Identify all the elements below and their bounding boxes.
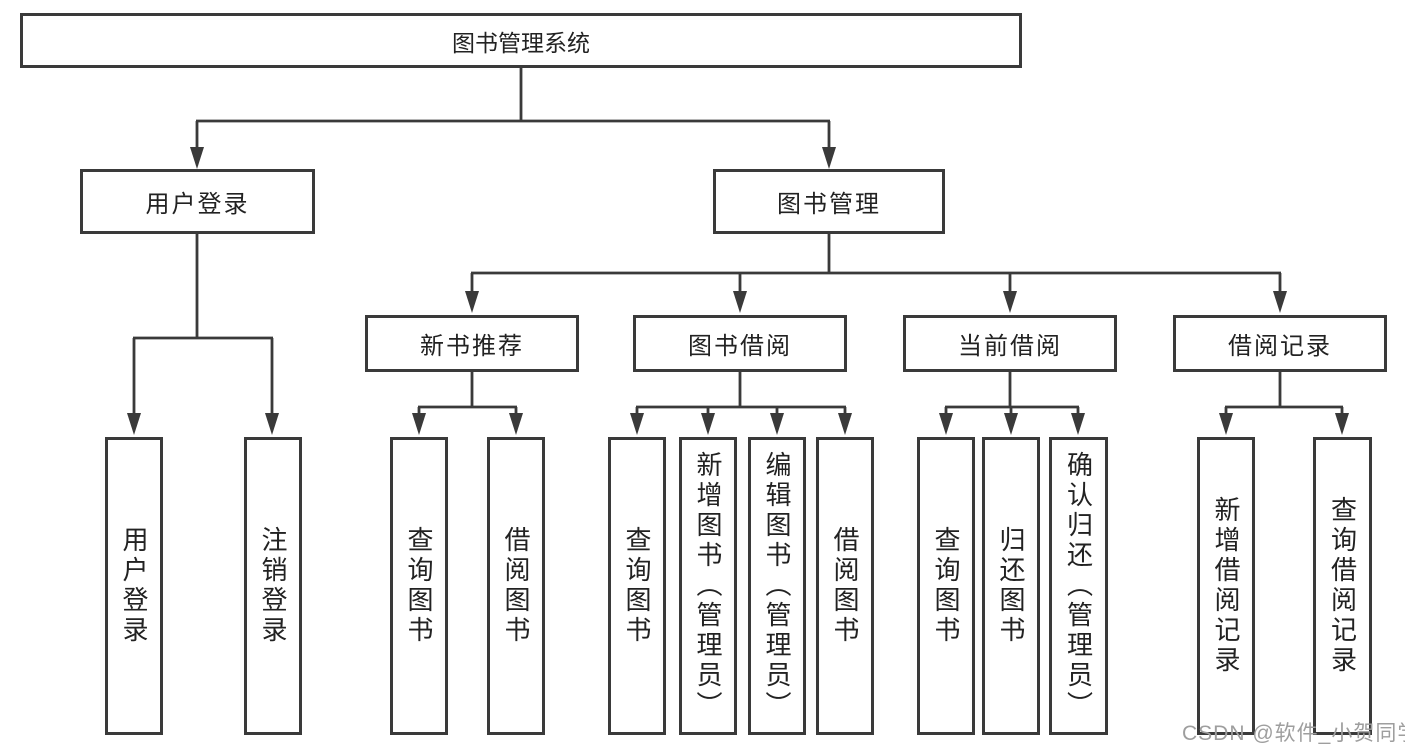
leaf-add-book-admin: 新增图书（管理员） — [679, 437, 737, 735]
node-label: 图书管理系统 — [452, 29, 590, 56]
node-label: 新书推荐 — [420, 333, 524, 360]
node-label: 用户登录 — [145, 191, 250, 218]
node-new-book-recommend: 新书推荐 — [365, 315, 579, 372]
leaf-label: 确认归还（管理员） — [1063, 451, 1094, 721]
connector-root-to-level2 — [190, 68, 836, 169]
node-label: 借阅记录 — [1228, 333, 1332, 360]
node-library-management-system: 图书管理系统 — [20, 13, 1022, 68]
leaf-return-books: 归还图书 — [982, 437, 1040, 735]
arrow-down-icon — [1004, 413, 1018, 435]
watermark-text: CSDN @软件_小贺同学 — [1182, 722, 1405, 745]
connector-borrow-records-children — [1219, 372, 1349, 435]
arrow-down-icon — [509, 413, 523, 435]
node-book-management: 图书管理 — [713, 169, 945, 234]
node-label: 当前借阅 — [958, 333, 1062, 360]
connector-book-management-children — [465, 234, 1287, 313]
leaf-label: 编辑图书（管理员） — [762, 451, 792, 721]
arrow-down-icon — [1071, 413, 1085, 435]
arrow-down-icon — [1273, 291, 1287, 313]
leaf-edit-book-admin: 编辑图书（管理员） — [748, 437, 806, 735]
connector-book-borrow-children — [630, 372, 852, 435]
arrow-down-icon — [630, 413, 644, 435]
leaf-label: 注销登录 — [258, 526, 288, 646]
arrow-down-icon — [1219, 413, 1233, 435]
connector-new-book-recommend-children — [412, 372, 523, 435]
node-user-login: 用户登录 — [80, 169, 315, 234]
node-borrow-records: 借阅记录 — [1173, 315, 1387, 372]
node-book-borrow: 图书借阅 — [633, 315, 847, 372]
leaf-label: 新增图书（管理员） — [693, 451, 723, 721]
arrow-down-icon — [1335, 413, 1349, 435]
arrow-down-icon — [465, 291, 479, 313]
leaf-label: 查询图书 — [931, 526, 961, 646]
leaf-query-borrow-record: 查询借阅记录 — [1313, 437, 1372, 735]
arrow-down-icon — [412, 413, 426, 435]
leaf-logout: 注销登录 — [244, 437, 302, 735]
connector-user-login-children — [127, 234, 279, 435]
leaf-borrow-books-recommend: 借阅图书 — [487, 437, 545, 735]
leaf-borrow-books: 借阅图书 — [816, 437, 874, 735]
leaf-add-borrow-record: 新增借阅记录 — [1197, 437, 1255, 735]
leaf-label: 归还图书 — [996, 526, 1026, 646]
leaf-user-login: 用户登录 — [105, 437, 163, 735]
leaf-label: 新增借阅记录 — [1211, 496, 1241, 676]
leaf-label: 借阅图书 — [830, 526, 860, 646]
arrow-down-icon — [939, 413, 953, 435]
arrow-down-icon — [190, 147, 204, 169]
leaf-label: 查询借阅记录 — [1327, 496, 1358, 676]
leaf-label: 查询图书 — [404, 526, 434, 646]
leaf-query-books-recommend: 查询图书 — [390, 437, 448, 735]
arrow-down-icon — [127, 413, 141, 435]
node-current-borrow: 当前借阅 — [903, 315, 1117, 372]
arrow-down-icon — [838, 413, 852, 435]
arrow-down-icon — [822, 147, 836, 169]
arrow-down-icon — [701, 413, 715, 435]
node-label: 图书借阅 — [688, 333, 792, 360]
leaf-query-books-borrow: 查询图书 — [608, 437, 666, 735]
arrow-down-icon — [770, 413, 784, 435]
leaf-label: 查询图书 — [622, 526, 652, 646]
arrow-down-icon — [733, 291, 747, 313]
leaf-label: 用户登录 — [119, 526, 149, 646]
arrow-down-icon — [1003, 291, 1017, 313]
arrow-down-icon — [265, 413, 279, 435]
leaf-label: 借阅图书 — [501, 526, 531, 646]
leaf-confirm-return-admin: 确认归还（管理员） — [1049, 437, 1108, 735]
leaf-query-books-current: 查询图书 — [917, 437, 975, 735]
connector-current-borrow-children — [939, 372, 1085, 435]
node-label: 图书管理 — [777, 191, 881, 218]
